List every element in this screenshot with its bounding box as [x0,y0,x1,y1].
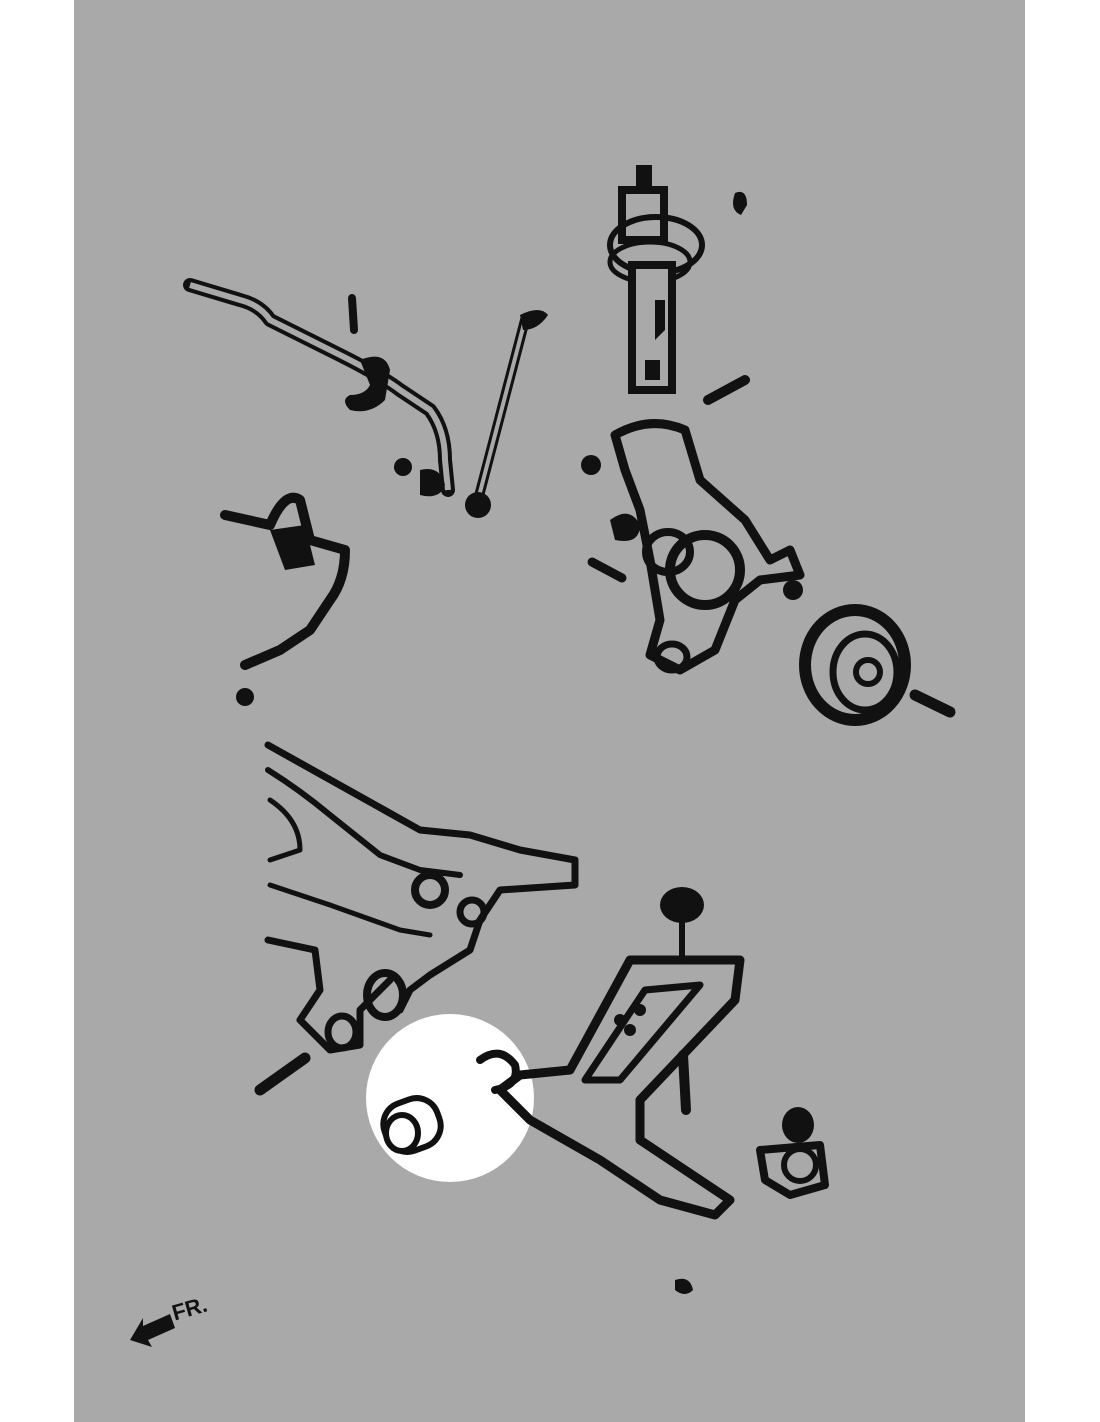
wheel-hub [799,604,956,726]
steering-knuckle [581,419,805,675]
lower-control-arm [476,887,745,1294]
strut [607,165,750,405]
subframe [254,741,579,1096]
bushing [380,1095,444,1155]
bracket [220,492,350,706]
ball-joint [756,1107,829,1199]
stabilizer-link [465,310,548,518]
stabilizer-bar [183,278,455,497]
front-direction-arrow-icon [130,1314,175,1347]
